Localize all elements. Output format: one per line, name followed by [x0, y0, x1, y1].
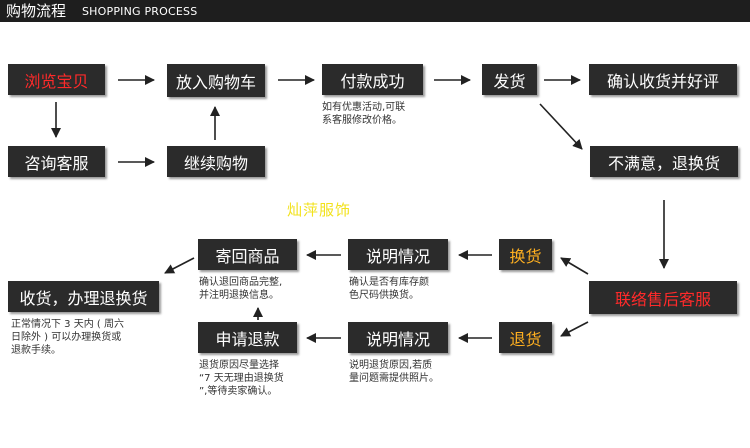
step-continue-shopping: 继续购物	[167, 146, 265, 177]
arrow-after-sales-to-exchange	[560, 257, 589, 275]
step-receive-and-process: 收货，办理退换货	[8, 281, 159, 312]
arrow-return-to-receive	[164, 257, 195, 274]
step-refund: 退货	[499, 322, 552, 353]
step-payment-success: 付款成功	[322, 64, 423, 95]
step-confirm-receipt: 确认收货并好评	[589, 64, 737, 95]
step-apply-refund: 申请退款	[198, 322, 297, 353]
step-exchange: 换货	[499, 239, 552, 270]
note-explain-exchange: 确认是否有库存颜 色尺码供换货。	[349, 277, 429, 301]
note-explain-refund: 说明退货原因,若质 量问题需提供照片。	[349, 360, 439, 384]
note-apply-refund: 退货原因尽量选择 “7 天无理由退换货 ”,等待卖家确认。	[199, 360, 284, 397]
note-return-goods: 确认退回商品完整, 并注明退换信息。	[199, 277, 283, 301]
step-return-goods: 寄回商品	[198, 239, 297, 270]
arrow-after-sales-to-refund	[560, 321, 589, 337]
watermark-text: 灿萍服饰	[287, 201, 352, 219]
arrow-ship-to-unsatisfied	[539, 103, 583, 150]
step-ship: 发货	[482, 64, 537, 95]
step-explain-exchange: 说明情况	[348, 239, 448, 270]
header-bar: 购物流程 SHOPPING PROCESS	[0, 0, 750, 22]
step-consult-service: 咨询客服	[8, 146, 105, 177]
note-receive: 正常情况下 3 天内 ( 周六 日除外 ) 可以办理换货或 退款手续。	[11, 319, 124, 356]
step-contact-after-sales: 联络售后客服	[589, 281, 737, 314]
step-browse: 浏览宝贝	[8, 64, 105, 95]
step-add-to-cart: 放入购物车	[167, 64, 265, 97]
step-explain-refund: 说明情况	[348, 322, 448, 353]
header-title-cn: 购物流程	[6, 2, 67, 20]
note-payment: 如有优惠活动,可联 系客服修改价格。	[322, 102, 406, 126]
header-title-en: SHOPPING PROCESS	[82, 5, 198, 18]
step-unsatisfied: 不满意，退换货	[590, 146, 738, 177]
